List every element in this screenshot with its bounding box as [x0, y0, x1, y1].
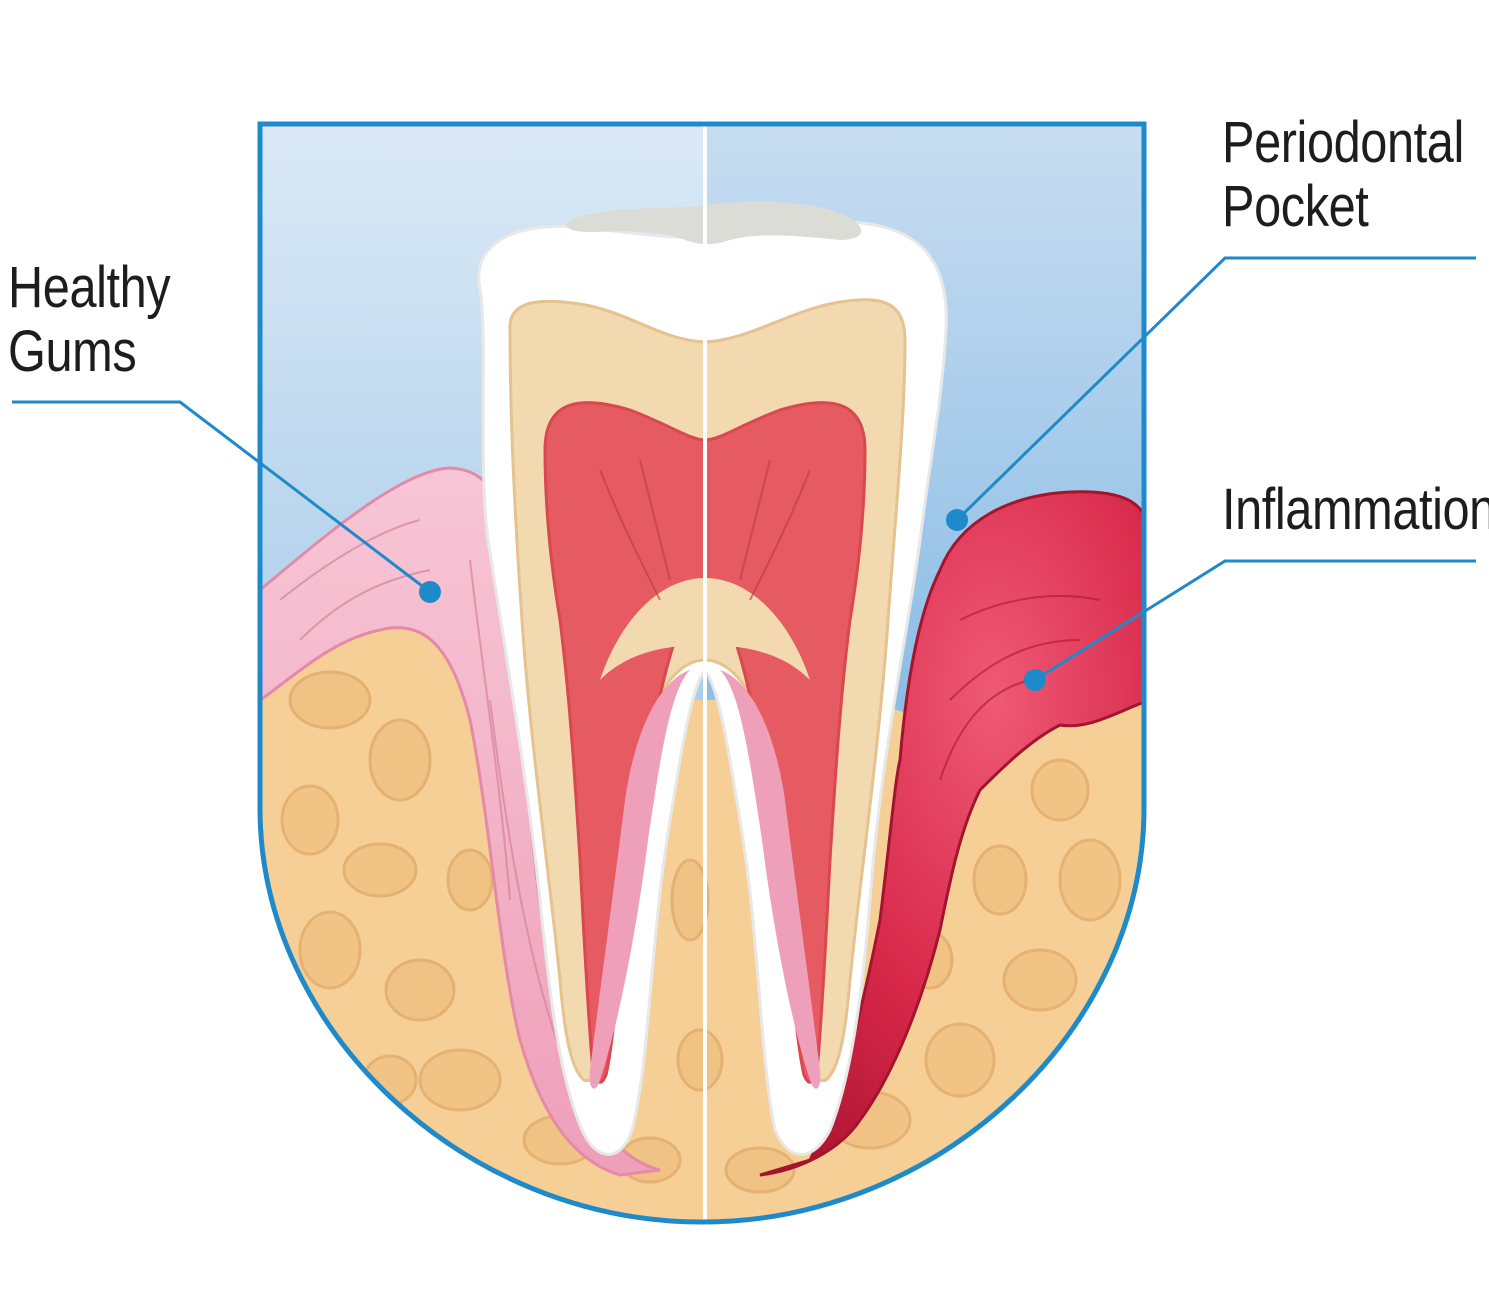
leader-inflammation	[1024, 559, 1476, 691]
inflamed-veins	[939, 595, 1101, 781]
root-canal-right	[720, 670, 821, 1089]
label-inflammation: Inflammation	[1222, 478, 1489, 542]
label-inflammation-line1: Inflammation	[1222, 477, 1489, 542]
label-periodontal-pocket: Periodontal Pocket	[1222, 111, 1464, 239]
gum-veins	[279, 519, 561, 1051]
leader-periodontal-pocket	[946, 256, 1476, 531]
label-healthy-gums-line2: Gums	[8, 319, 137, 384]
crown-surface	[566, 201, 862, 245]
label-periodontal-pocket-line1: Periodontal	[1222, 110, 1464, 175]
pulp-veins	[599, 459, 811, 601]
frame-background	[260, 124, 1144, 1222]
label-healthy-gums: Healthy Gums	[8, 255, 171, 384]
label-periodontal-pocket-line2: Pocket	[1222, 174, 1369, 239]
diagram-frame	[257, 121, 1147, 1225]
leader-healthy-gums	[12, 400, 441, 603]
root-canal-left	[589, 670, 690, 1089]
label-healthy-gums-line1: Healthy	[8, 255, 171, 320]
